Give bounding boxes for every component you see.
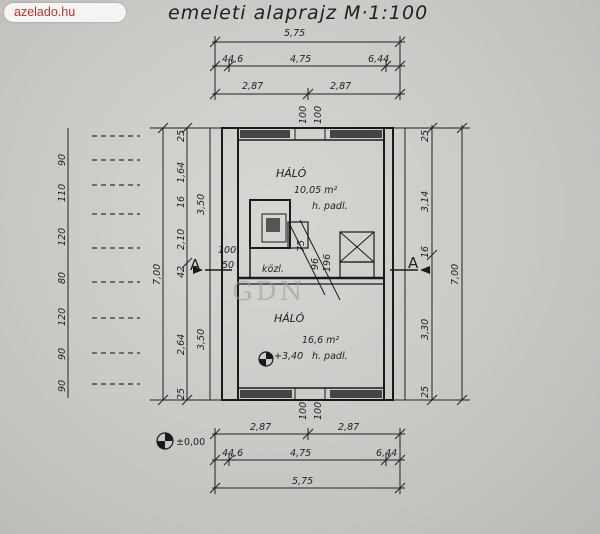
window-markers-left <box>92 135 140 385</box>
room-lower-name: HÁLÓ <box>274 312 305 325</box>
window-mark-bottom-2: 100 <box>313 402 324 420</box>
right-dim-2: 3,14 <box>420 191 431 212</box>
right-dim-1: 25 <box>420 130 431 142</box>
left-mid-dim-4: 2,10 <box>176 229 187 250</box>
right-dim-5: 25 <box>420 386 431 398</box>
left-inner-dim-lower: 3,50 <box>196 329 207 350</box>
ground-level-label: ±0,00 <box>176 437 205 448</box>
left-outer-dim-5: 120 <box>57 228 68 246</box>
bottom-dim-middle: 4,75 <box>290 448 311 459</box>
bottom-dim-left: 44,6 <box>222 448 243 459</box>
section-label-left: A <box>190 256 201 274</box>
level-marker-icon <box>258 351 274 367</box>
ground-level-icon <box>156 432 174 450</box>
corridor-label: közl. <box>262 264 284 275</box>
left-outer-dim-3: 120 <box>57 308 68 326</box>
inner-mark-3: 96 <box>310 258 321 270</box>
top-dim-middle: 4,75 <box>290 54 311 65</box>
top-dim-right: 6,44 <box>368 54 389 65</box>
room-upper-name: HÁLÓ <box>276 167 307 180</box>
room-upper-area: 10,05 m² <box>294 185 337 196</box>
inner-mark-2: 50 <box>222 260 234 271</box>
bottom-dim-overall: 5,75 <box>292 476 313 487</box>
section-label-right: A <box>408 254 419 272</box>
left-total-dim: 7,00 <box>152 264 163 285</box>
right-dim-4: 3,30 <box>420 319 431 340</box>
top-dim-half-right: 2,87 <box>330 81 351 92</box>
inner-mark-1: 100 <box>218 245 236 256</box>
top-dim-half-left: 2,87 <box>242 81 263 92</box>
top-dim-overall: 5,75 <box>284 28 305 39</box>
bottom-dim-half-left: 2,87 <box>250 422 271 433</box>
window-mark-bottom-1: 100 <box>298 402 309 420</box>
room-upper-floor: h. padl. <box>312 201 348 212</box>
right-total-dim: 7,00 <box>450 264 461 285</box>
building-walls <box>221 127 394 401</box>
left-outer-dim-7: 90 <box>57 154 68 166</box>
left-mid-dim-6: 1,64 <box>176 162 187 183</box>
stamp-watermark: GDN <box>232 277 305 307</box>
left-outer-dim-2: 90 <box>57 348 68 360</box>
left-mid-dim-2: 2,64 <box>176 334 187 355</box>
left-outer-dim-6: 110 <box>57 184 68 202</box>
left-mid-dim-7: 25 <box>176 130 187 142</box>
plan-title: emeleti alaprajz M·1:100 <box>168 2 429 24</box>
left-mid-dim-1: 25 <box>176 388 187 400</box>
room-lower-floor: h. padl. <box>312 351 348 362</box>
watermark-text: azelado.hu <box>14 5 76 19</box>
window-mark-top-2: 100 <box>313 106 324 124</box>
room-lower-area: 16,6 m² <box>302 335 339 346</box>
left-outer-dim-1: 90 <box>57 380 68 392</box>
section-line <box>193 266 430 274</box>
room-lower-level: +3,40 <box>274 351 303 362</box>
left-inner-dim-upper: 3,50 <box>196 194 207 215</box>
left-outer-dim-4: 80 <box>57 272 68 284</box>
bottom-dim-right: 6,44 <box>376 448 397 459</box>
top-dim-left: 44,6 <box>222 54 243 65</box>
left-mid-dim-3: 42 <box>176 266 187 278</box>
bottom-dim-half-right: 2,87 <box>338 422 359 433</box>
right-dim-3: 16 <box>420 246 431 258</box>
left-mid-dim-5: 16 <box>176 196 187 208</box>
inner-mark-5: 75 <box>296 240 307 252</box>
site-watermark: azelado.hu <box>4 3 126 22</box>
inner-mark-4: 196 <box>322 254 333 272</box>
window-mark-top-1: 100 <box>298 106 309 124</box>
